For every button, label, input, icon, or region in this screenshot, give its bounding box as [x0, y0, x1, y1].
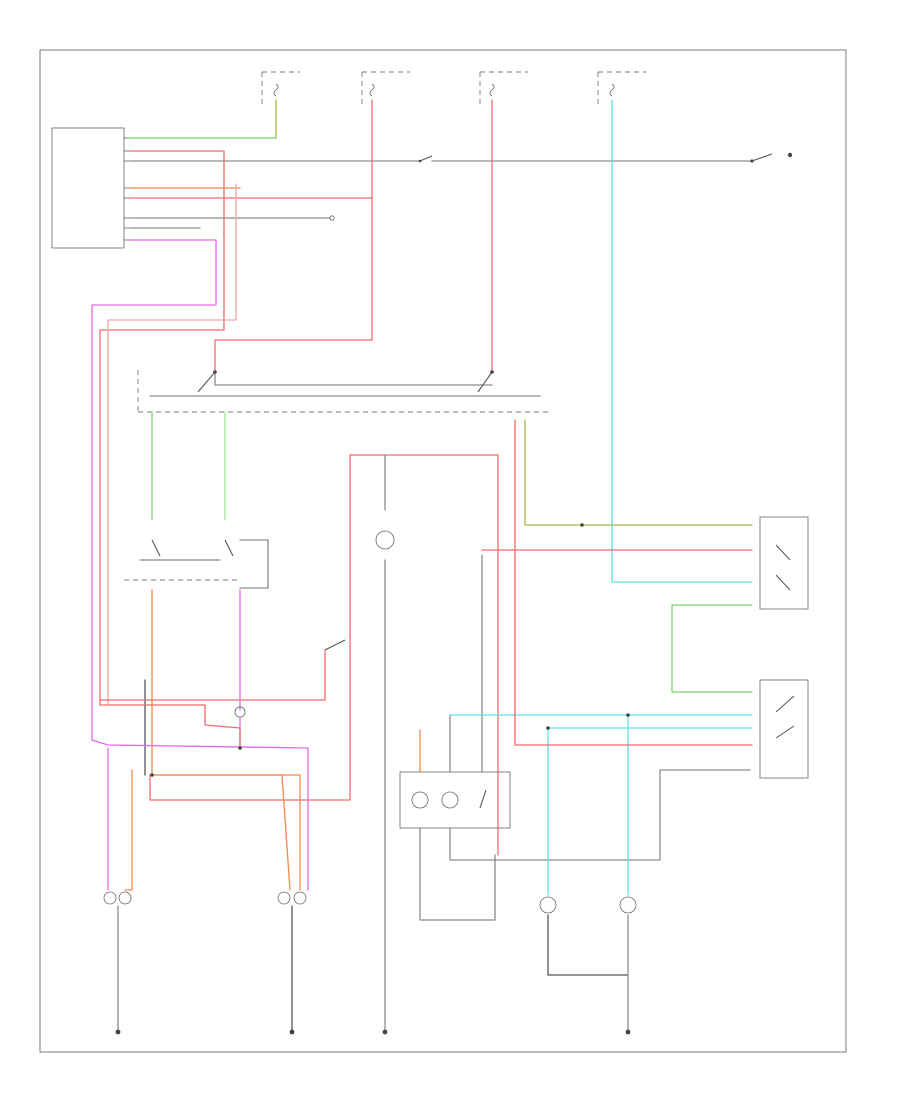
ground-right-1	[289, 1029, 295, 1035]
fuse-group-1	[261, 71, 300, 139]
control-module	[51, 127, 130, 249]
right-headlamp	[277, 891, 307, 1031]
fog-lamp-switch	[399, 771, 511, 829]
fuse-group-2	[361, 71, 410, 104]
tail-lamp-relay	[759, 679, 809, 779]
headlamp-switch	[124, 539, 269, 589]
diagram-frame	[39, 49, 847, 1053]
park-brake-switch	[750, 152, 793, 163]
left-fog-lamp	[539, 896, 557, 914]
ground-center	[382, 1029, 388, 1035]
dimmer-bus	[137, 370, 552, 413]
ground-left	[115, 1029, 121, 1035]
left-headlamp	[103, 891, 132, 1031]
right-fog-lamp	[619, 896, 637, 914]
fuse-group-4	[597, 71, 646, 104]
fog-lamp-relay	[759, 516, 809, 610]
ground-right-2	[625, 1029, 631, 1035]
fuse-group-3	[479, 71, 528, 104]
